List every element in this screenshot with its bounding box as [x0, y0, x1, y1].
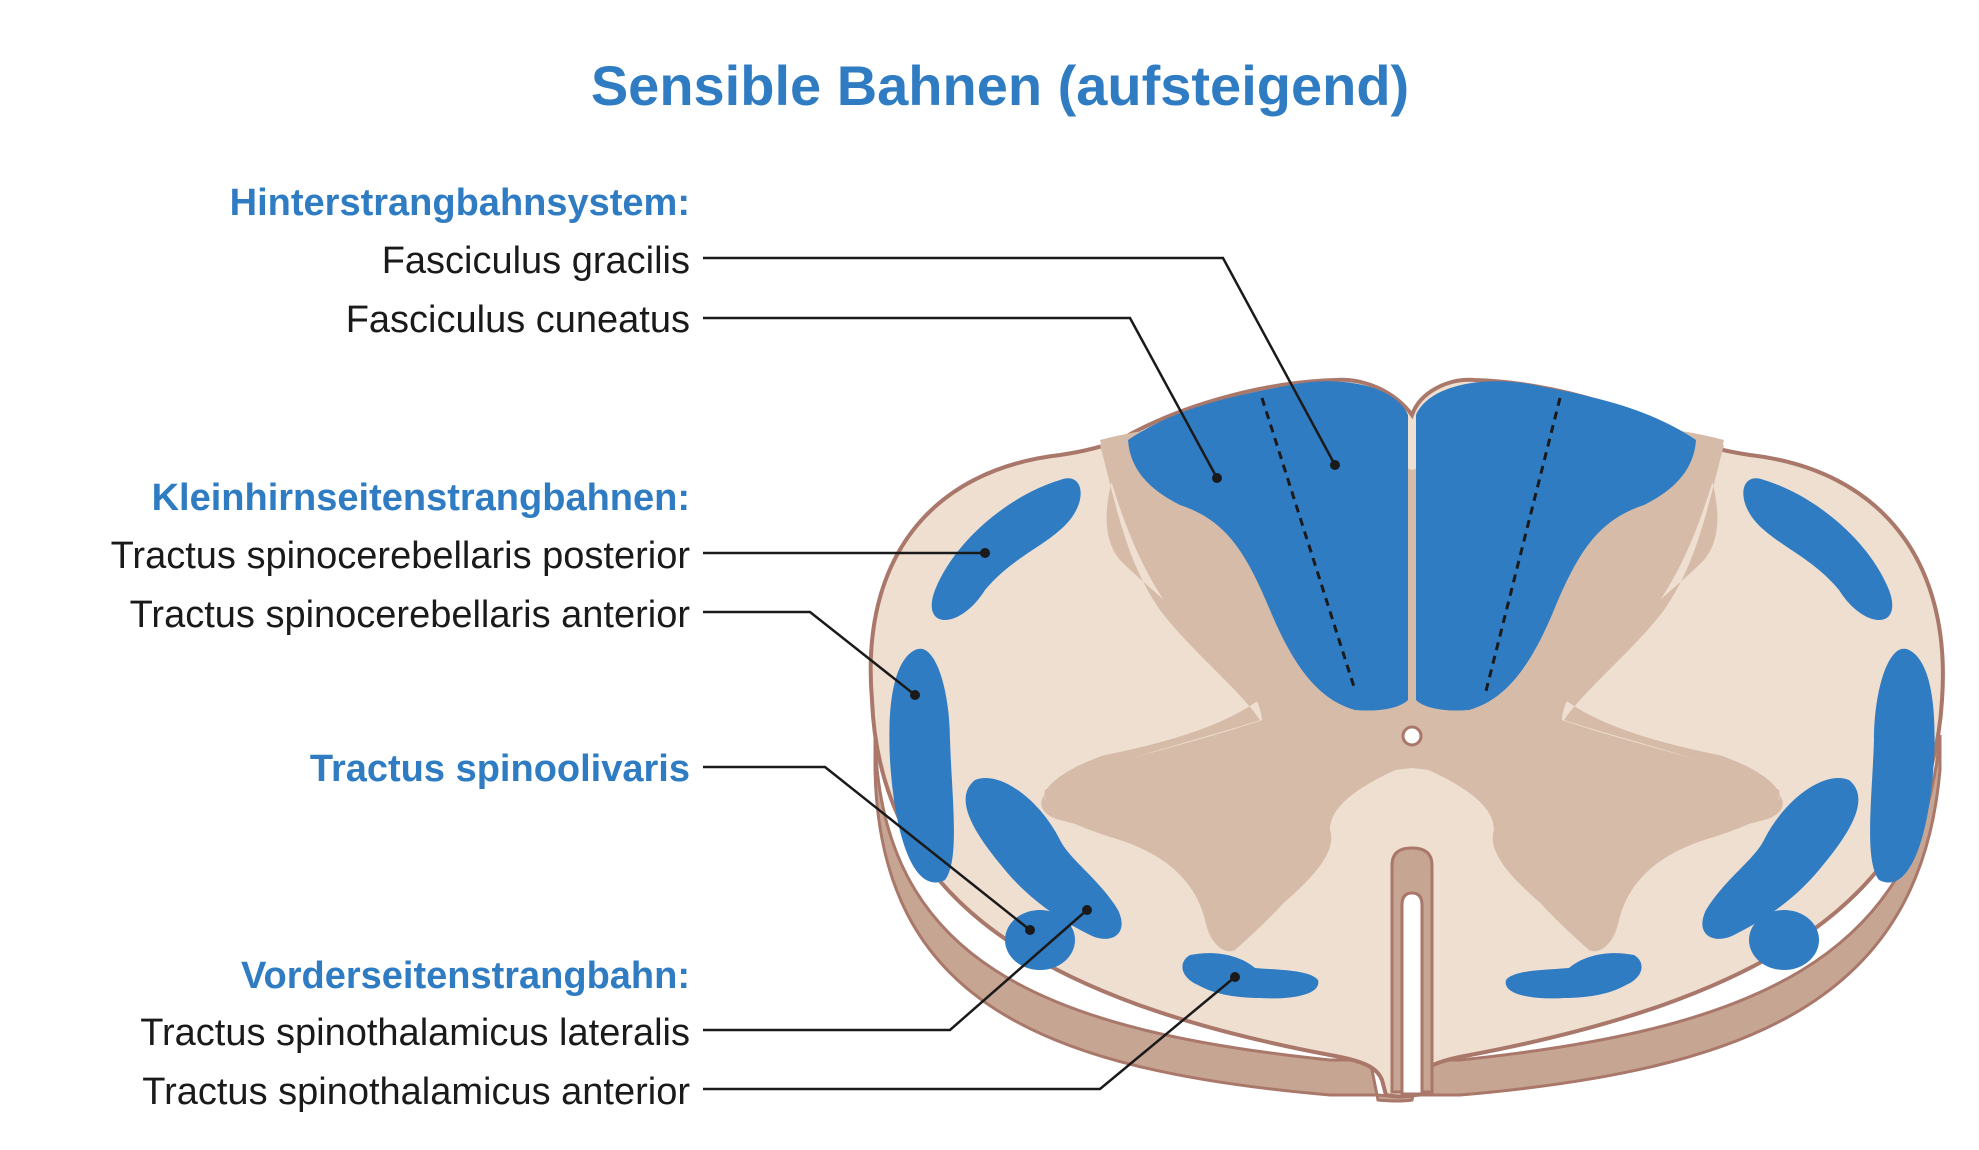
spinocerebellaris-posterior-left: [931, 478, 1081, 620]
label-spinocerebellaris-posterior: Tractus spinocerebellaris posterior: [111, 535, 691, 577]
gracilis-cuneatus-divider-left: [1260, 397, 1357, 691]
pointer-spinocerebellaris-anterior: [910, 690, 920, 700]
page-title: Sensible Bahnen (aufsteigend): [591, 54, 1409, 117]
heading-vorderseiten: Vorderseitenstrangbahn:: [241, 955, 690, 997]
heading-spinoolivaris: Tractus spinoolivaris: [310, 748, 690, 790]
pointer-spinothalamicus-lateralis: [1082, 905, 1092, 915]
spinothalamicus-anterior-left: [1182, 953, 1319, 999]
leader-spinothalamicus-anterior: [703, 976, 1236, 1091]
grey-matter-body: [1044, 425, 1780, 952]
label-spinothalamicus-lateralis: Tractus spinothalamicus lateralis: [140, 1012, 690, 1054]
heading-kleinhirn: Kleinhirnseitenstrangbahnen:: [152, 477, 690, 519]
leader-spinoolivaris: [703, 765, 1031, 931]
leader-spinothalamicus-lateralis: [703, 909, 1088, 1032]
label-spinothalamicus-anterior: Tractus spinothalamicus anterior: [142, 1071, 690, 1113]
leader-fasciculus-gracilis: [703, 256, 1337, 466]
spinocerebellaris-anterior-right: [1870, 648, 1935, 883]
label-spinocerebellaris-anterior: Tractus spinocerebellaris anterior: [130, 594, 691, 636]
heading-hinterstrang: Hinterstrangbahnsystem:: [230, 182, 690, 224]
label-fasciculus-cuneatus: Fasciculus cuneatus: [346, 299, 690, 341]
leader-fasciculus-cuneatus: [703, 316, 1219, 479]
gracilis-cuneatus-divider-right: [1483, 397, 1562, 696]
fissure-gap: [1400, 891, 1424, 1096]
label-fasciculus-gracilis: Fasciculus gracilis: [382, 240, 690, 282]
spinocerebellaris-anterior-left: [889, 648, 954, 883]
pointer-spinoolivaris: [1025, 925, 1035, 935]
leader-spinocerebellaris-anterior: [703, 610, 916, 696]
spinothalamicus-lateralis-right: [1702, 778, 1859, 939]
pointer-spinothalamicus-anterior: [1230, 972, 1240, 982]
spinocerebellaris-posterior-right: [1743, 478, 1893, 620]
central-canal: [1401, 725, 1423, 747]
pointer-fasciculus-cuneatus: [1212, 473, 1222, 483]
spinoolivaris-right: [1749, 910, 1819, 970]
pointer-fasciculus-gracilis: [1330, 460, 1340, 470]
spinothalamicus-lateralis-left: [965, 778, 1122, 939]
fasciculus-right: [1416, 381, 1696, 711]
pointer-spinocerebellaris-posterior: [980, 548, 990, 558]
spinothalamicus-anterior-right: [1505, 953, 1642, 999]
